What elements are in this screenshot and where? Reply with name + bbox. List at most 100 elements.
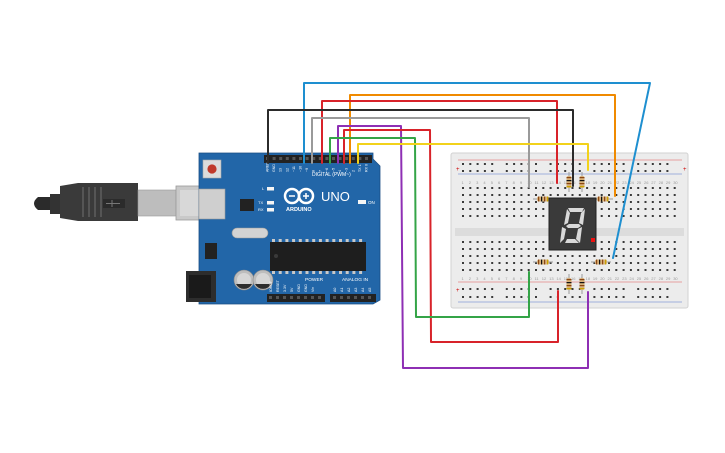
bb-hole [549,288,552,290]
bb-hole [476,262,479,264]
bb-hole [491,194,494,196]
resistor[interactable] [566,172,572,192]
bb-hole [535,215,537,217]
bb-hole [513,241,516,243]
bb-hole [608,208,610,210]
reset-button-cap[interactable] [207,164,217,174]
chip-pin [318,271,322,274]
bb-hole [491,215,494,217]
analog-pin-label: A4 [361,288,365,292]
bb-hole [483,187,486,189]
bb-hole [549,296,552,298]
digital-pin-label: 13 [279,168,283,172]
resistor[interactable] [533,259,553,265]
bb-column-number: 19 [593,180,598,185]
bb-hole [659,201,662,203]
digital-pin-label: ~9 [305,168,309,172]
bb-column-number: 24 [629,276,634,281]
bb-hole [608,170,610,172]
bb-hole [615,208,618,210]
bb-hole [520,194,523,196]
seven-segment-display[interactable]: 8 [0,0,597,251]
bb-hole [542,208,545,210]
bb-column-number: 8 [513,180,516,185]
bb-hole [622,262,625,264]
bb-hole [491,248,494,250]
bb-hole [505,248,508,250]
bb-column-number: 12 [542,276,547,281]
header-hole [338,157,342,160]
bb-hole [520,255,523,257]
bb-hole [593,170,596,172]
bb-hole [608,269,610,271]
bb-hole [622,288,625,290]
bb-hole [651,296,654,298]
usb-port [198,188,226,220]
tx-led [267,201,274,205]
bb-hole [476,201,479,203]
bb-hole [483,208,486,210]
bb-hole [535,163,537,165]
bb-hole [608,163,610,165]
bb-hole [513,170,516,172]
bb-hole [673,187,676,189]
bb-hole [505,215,508,217]
bb-hole [629,215,632,217]
resistor[interactable] [593,196,613,202]
bb-column-number: 11 [535,276,540,281]
header-hole [276,296,279,299]
bb-column-number: 2 [469,276,472,281]
bb-hole [659,187,662,189]
bb-hole [520,288,523,290]
bb-hole [520,262,523,264]
analog-pin-label: A5 [368,288,372,292]
bb-hole [608,262,610,264]
resistor[interactable] [579,172,585,192]
bb-column-number: 6 [498,180,501,185]
bb-column-number: 20 [600,180,605,185]
bb-hole [505,208,508,210]
bb-hole [608,288,610,290]
header-hole [340,296,343,299]
tx-led-label: TX [258,200,263,205]
usb-cable[interactable] [34,183,225,221]
bb-hole [513,248,516,250]
bb-hole [520,296,523,298]
bb-hole [498,262,501,264]
bb-hole [571,262,574,264]
resistor[interactable] [591,259,611,265]
bb-hole [615,248,618,250]
bb-hole [615,288,618,290]
wire-red-bottom [343,129,559,343]
header-hole [368,296,371,299]
resistor[interactable] [566,274,572,294]
bb-hole [462,215,464,217]
bb-hole [462,163,464,165]
header-hole [297,296,300,299]
bb-hole [535,255,537,257]
bb-hole [666,170,669,172]
bb-hole [673,262,676,264]
board-name: UNO [321,189,350,204]
arduino-logo [283,187,315,205]
bb-hole [491,296,494,298]
resistor[interactable] [579,274,585,294]
bb-hole [542,241,545,243]
bb-hole [644,269,647,271]
bb-column-number: 23 [622,276,627,281]
bb-hole [666,215,669,217]
chip-pin [332,239,336,242]
bb-hole [476,194,479,196]
digital-header [264,155,372,163]
bb-column-number: 18 [586,276,591,281]
bb-hole [469,170,472,172]
bb-hole [527,187,530,189]
bb-hole [564,170,567,172]
bb-hole [673,194,676,196]
bb-hole [571,288,574,290]
bb-hole [513,187,516,189]
bb-hole [505,187,508,189]
bb-column-number: 3 [476,180,479,185]
